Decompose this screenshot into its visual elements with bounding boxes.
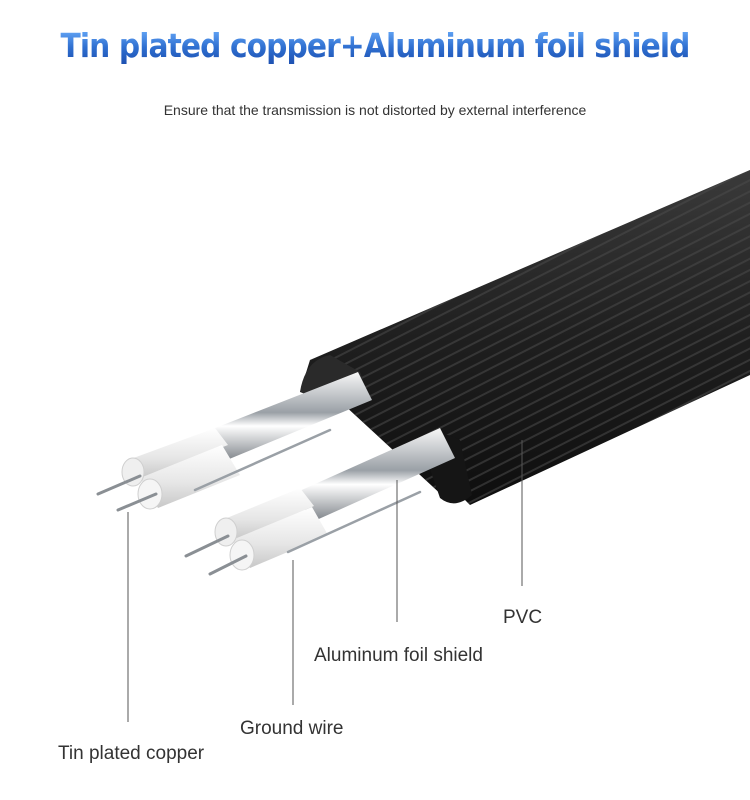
page-title: Tin plated copper+Aluminum foil shield bbox=[38, 26, 713, 65]
pvc-jacket bbox=[300, 170, 750, 505]
label-tin-plated-copper: Tin plated copper bbox=[58, 743, 205, 764]
label-ground-wire: Ground wire bbox=[240, 718, 344, 739]
foil-shield-lower bbox=[295, 428, 455, 522]
page-subtitle: Ensure that the transmission is not dist… bbox=[163, 102, 587, 118]
label-aluminum-foil-shield: Aluminum foil shield bbox=[314, 645, 483, 666]
ground-wires bbox=[193, 428, 422, 554]
insulation-upper bbox=[121, 428, 240, 510]
foil-shield-upper bbox=[205, 372, 372, 462]
label-pvc: PVC bbox=[503, 607, 543, 628]
insulation-lower bbox=[214, 488, 328, 571]
tin-plated-copper-conductors bbox=[96, 474, 248, 576]
leader-lines bbox=[127, 440, 523, 722]
